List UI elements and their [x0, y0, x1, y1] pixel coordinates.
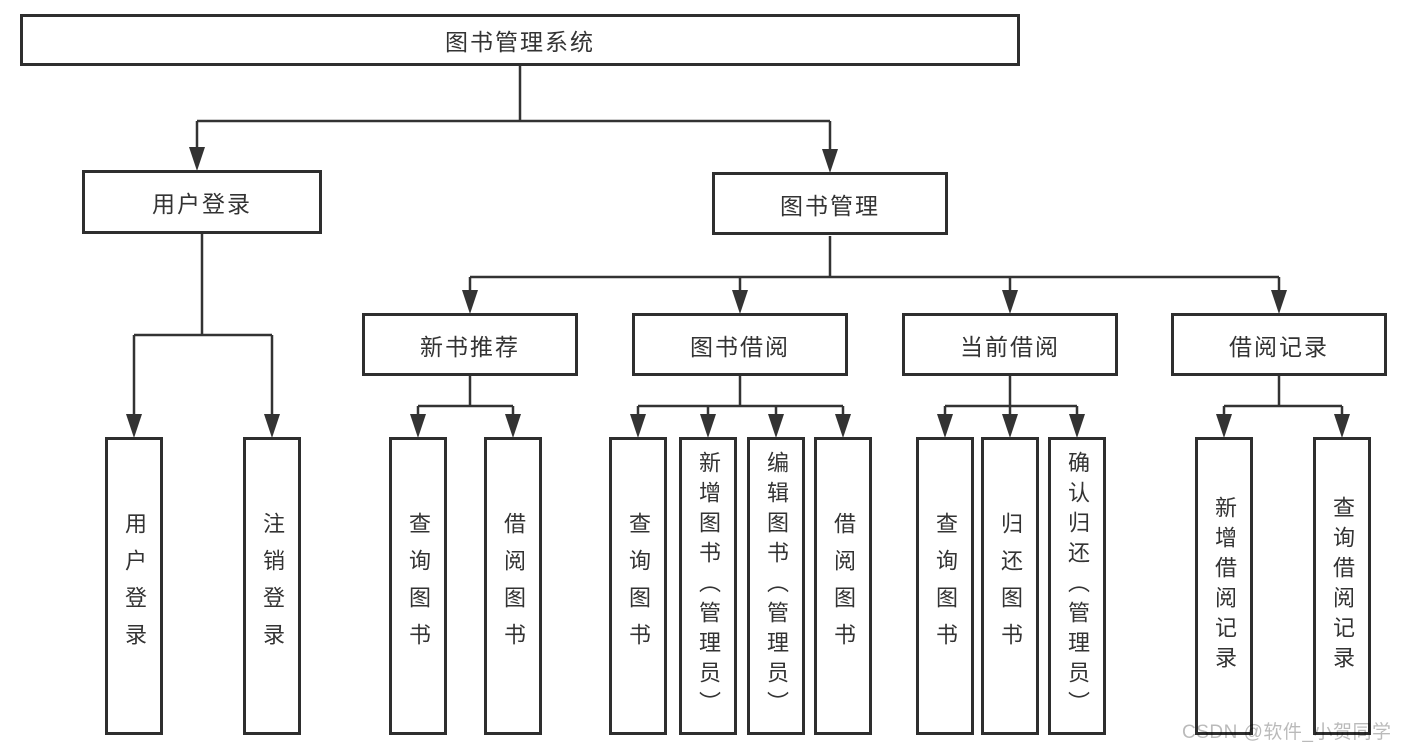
node-l2-book-management: 图书管理 — [712, 172, 948, 235]
leaf-add-borrow-record-label: 新增借阅记录 — [1212, 496, 1237, 676]
csdn-watermark: CSDN @软件_小贺同学 — [1182, 722, 1392, 743]
leaf-edit-books-admin: 编辑图书（管理员） — [747, 437, 805, 735]
node-root: 图书管理系统 — [20, 14, 1020, 66]
node-l3-borrow-records-label: 借阅记录 — [1229, 333, 1329, 360]
leaf-query-books-recommend: 查询图书 — [389, 437, 447, 735]
node-l2-user-login: 用户登录 — [82, 170, 322, 234]
leaf-add-books-admin-label: 新增图书（管理员） — [696, 451, 721, 721]
leaf-borrow-books-recommend-label: 借阅图书 — [501, 512, 526, 660]
node-root-label: 图书管理系统 — [445, 29, 595, 55]
leaf-confirm-return-admin: 确认归还（管理员） — [1048, 437, 1106, 735]
node-l2-user-login-label: 用户登录 — [152, 191, 252, 217]
leaf-logout: 注销登录 — [243, 437, 301, 735]
node-l3-book-borrow-label: 图书借阅 — [690, 333, 790, 360]
node-l3-borrow-records: 借阅记录 — [1171, 313, 1387, 376]
leaf-logout-label: 注销登录 — [260, 512, 285, 660]
node-l3-current-borrow-label: 当前借阅 — [960, 333, 1060, 360]
leaf-query-borrow-record: 查询借阅记录 — [1313, 437, 1371, 735]
leaf-query-books-borrow-label: 查询图书 — [626, 512, 651, 660]
leaf-add-books-admin: 新增图书（管理员） — [679, 437, 737, 735]
node-l3-current-borrow: 当前借阅 — [902, 313, 1118, 376]
leaf-borrow-books-label: 借阅图书 — [831, 512, 856, 660]
node-l2-book-management-label: 图书管理 — [780, 192, 880, 219]
leaf-edit-books-admin-label: 编辑图书（管理员） — [764, 451, 789, 721]
node-l3-book-borrow: 图书借阅 — [632, 313, 848, 376]
node-l3-new-book-recommend-label: 新书推荐 — [420, 333, 520, 360]
leaf-add-borrow-record: 新增借阅记录 — [1195, 437, 1253, 735]
leaf-query-borrow-record-label: 查询借阅记录 — [1330, 496, 1355, 676]
leaf-return-books-label: 归还图书 — [998, 512, 1023, 660]
leaf-query-books-current: 查询图书 — [916, 437, 974, 735]
leaf-borrow-books-recommend: 借阅图书 — [484, 437, 542, 735]
connector-paths — [132, 65, 1344, 415]
leaf-user-login-label: 用户登录 — [122, 512, 147, 660]
leaf-confirm-return-admin-label: 确认归还（管理员） — [1065, 451, 1090, 721]
leaf-user-login: 用户登录 — [105, 437, 163, 735]
node-l3-new-book-recommend: 新书推荐 — [362, 313, 578, 376]
leaf-return-books: 归还图书 — [981, 437, 1039, 735]
leaf-query-books-recommend-label: 查询图书 — [406, 512, 431, 660]
leaf-query-books-borrow: 查询图书 — [609, 437, 667, 735]
arrowheads — [126, 147, 1350, 438]
leaf-borrow-books: 借阅图书 — [814, 437, 872, 735]
leaf-query-books-current-label: 查询图书 — [933, 512, 958, 660]
